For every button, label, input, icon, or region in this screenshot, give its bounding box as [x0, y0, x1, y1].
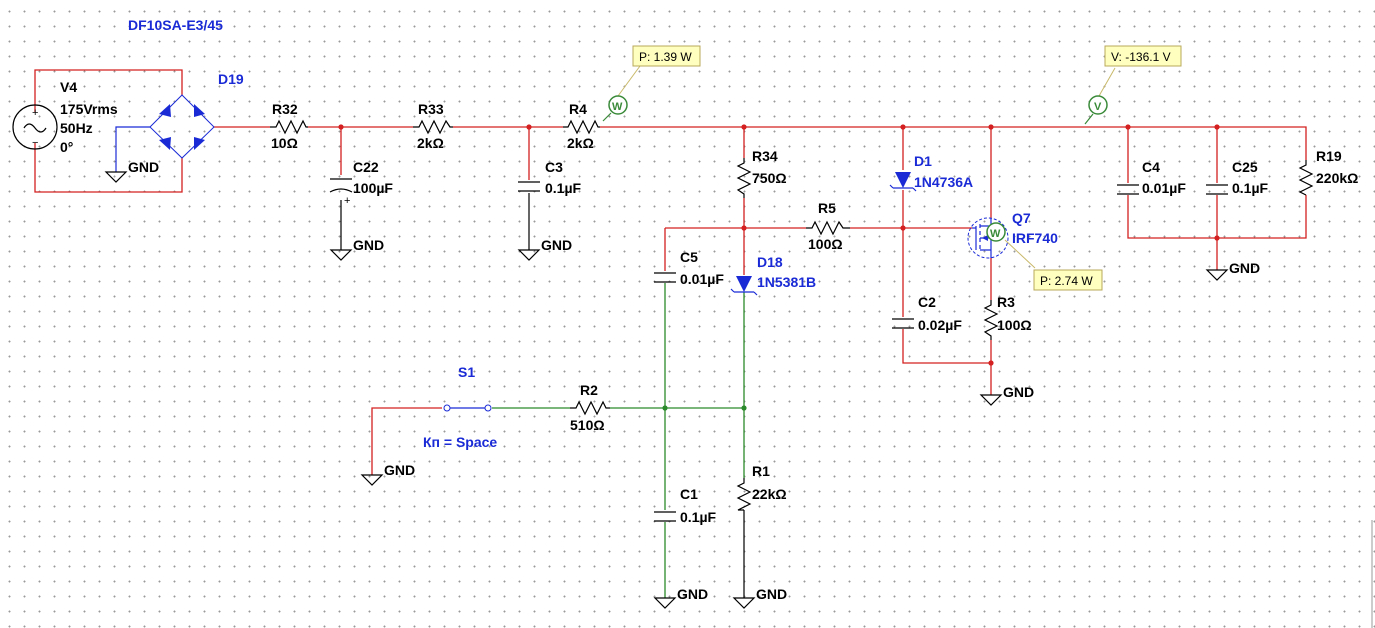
v4-freq: 50Hz [60, 120, 93, 136]
ac-source-v4[interactable]: + − [12, 104, 58, 150]
bridge-ref: D19 [218, 71, 244, 87]
r5-ref: R5 [818, 200, 836, 216]
resistor-r4[interactable] [563, 119, 600, 135]
s1-ref: S1 [458, 364, 475, 380]
v4-ref: V4 [60, 79, 77, 95]
resistor-r1[interactable] [736, 478, 752, 511]
resistor-r32[interactable] [270, 119, 308, 135]
capacitor-c22[interactable]: + [329, 178, 353, 207]
c2-ref: C2 [918, 294, 936, 310]
probe-power-r4-label: P: 1.39 W [639, 50, 692, 64]
q7-value: IRF740 [1012, 230, 1058, 246]
junctions [338, 124, 1220, 411]
r32-ref: R32 [272, 101, 298, 117]
switch-s1[interactable] [443, 404, 492, 412]
resistor-r34[interactable] [736, 158, 752, 198]
gnd-label-bridge: GND [128, 159, 159, 175]
gnd-label-c25: GND [1229, 260, 1260, 276]
probe-power-q7-label: P: 2.74 W [1040, 274, 1093, 288]
c5-ref: C5 [680, 249, 698, 265]
r3-value: 100Ω [997, 317, 1032, 333]
r4-ref: R4 [569, 101, 587, 117]
r19-value: 220kΩ [1316, 170, 1358, 186]
probe-voltage-label: V: -136.1 V [1111, 50, 1171, 64]
r4-value: 2kΩ [567, 135, 594, 151]
r34-ref: R34 [752, 148, 778, 164]
resistor-r19[interactable] [1298, 160, 1314, 196]
probe-voltage-rail[interactable]: V V: -136.1 V [1084, 45, 1182, 125]
d1-ref: D1 [914, 153, 932, 169]
capacitor-c25[interactable] [1206, 184, 1228, 195]
r1-value: 22kΩ [752, 486, 787, 502]
r1-ref: R1 [752, 463, 770, 479]
resistor-r2[interactable] [570, 400, 610, 416]
c1-value: 0.1µF [680, 509, 717, 525]
bridge-part-label: DF10SA-E3/45 [128, 17, 223, 33]
ground-symbols [104, 171, 1229, 609]
gnd-label-r3: GND [1003, 384, 1034, 400]
wires [34, 69, 1307, 598]
bridge-rectifier-d19[interactable] [149, 94, 215, 159]
probe-power-r4[interactable]: W P: 1.39 W [602, 45, 701, 122]
d18-value: 1N5381B [757, 274, 816, 290]
c22-ref: C22 [353, 159, 379, 175]
r19-ref: R19 [1316, 148, 1342, 164]
v4-phase: 0° [60, 139, 73, 155]
r2-value: 510Ω [570, 417, 605, 433]
watt-probe-icon: W [990, 228, 1001, 240]
capacitor-c2[interactable] [892, 318, 914, 329]
r33-value: 2kΩ [417, 135, 444, 151]
c5-value: 0.01µF [680, 271, 724, 287]
gnd-label-r1: GND [756, 586, 787, 602]
r34-value: 750Ω [752, 170, 787, 186]
c22-value: 100µF [353, 180, 393, 196]
c3-value: 0.1µF [545, 180, 582, 196]
capacitor-c4[interactable] [1117, 184, 1139, 195]
svg-text:+: + [32, 107, 38, 119]
c1-ref: C1 [680, 486, 698, 502]
resistor-r33[interactable] [413, 119, 453, 135]
d1-value: 1N4736A [914, 174, 973, 190]
gnd-label-c1: GND [677, 586, 708, 602]
resistor-r3[interactable] [983, 300, 999, 340]
s1-key: Кп = Space [423, 434, 497, 450]
zener-diode-d18[interactable] [730, 276, 758, 296]
c4-value: 0.01µF [1142, 180, 1186, 196]
watt-probe-icon: W [612, 101, 623, 113]
resistor-r5[interactable] [806, 220, 850, 236]
c2-value: 0.02µF [918, 317, 962, 333]
r33-ref: R33 [418, 101, 444, 117]
r5-value: 100Ω [808, 236, 843, 252]
gnd-label-c22: GND [353, 237, 384, 253]
r2-ref: R2 [580, 382, 598, 398]
c3-ref: C3 [545, 159, 563, 175]
probe-power-q7[interactable]: W P: 2.74 W [986, 222, 1103, 291]
q7-ref: Q7 [1012, 210, 1031, 226]
capacitor-c5[interactable] [654, 272, 676, 283]
c4-ref: C4 [1142, 159, 1160, 175]
zener-diode-d1[interactable] [889, 172, 917, 192]
gnd-label-switch: GND [384, 462, 415, 478]
volt-probe-icon: V [1094, 101, 1102, 113]
c25-value: 0.1µF [1232, 180, 1269, 196]
d18-ref: D18 [757, 254, 783, 270]
gnd-label-c3: GND [541, 237, 572, 253]
svg-text:+: + [344, 195, 350, 207]
r32-value: 10Ω [271, 135, 298, 151]
mosfet-q7[interactable] [967, 217, 1009, 259]
capacitor-c1[interactable] [654, 511, 676, 522]
c25-ref: C25 [1232, 159, 1258, 175]
capacitor-c3[interactable] [518, 181, 540, 192]
svg-text:−: − [32, 137, 38, 149]
v4-value: 175Vrms [60, 101, 118, 117]
r3-ref: R3 [997, 294, 1015, 310]
